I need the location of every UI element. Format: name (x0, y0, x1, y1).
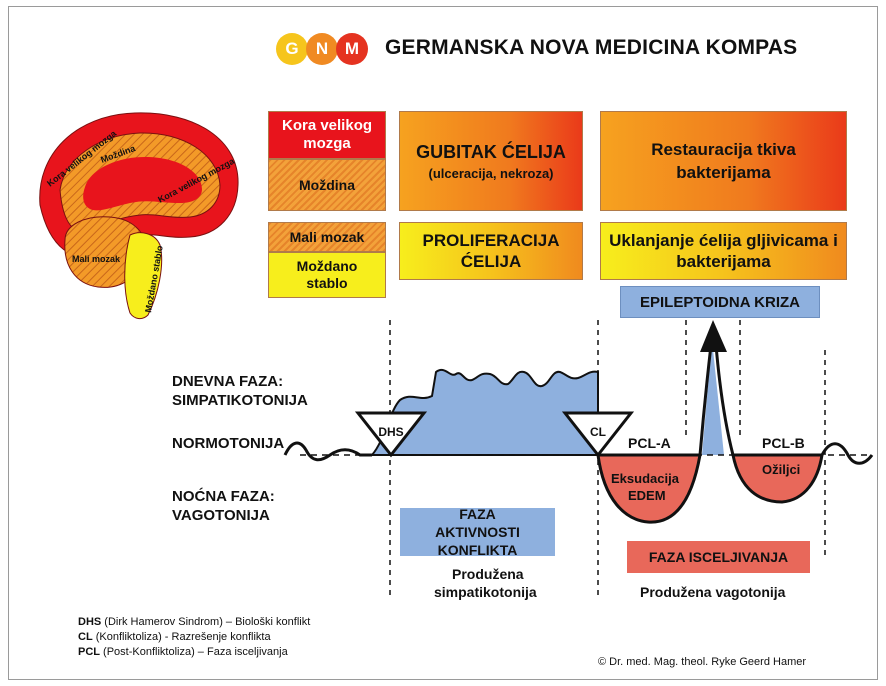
epileptoid-arrow-head (700, 320, 727, 352)
legend-brainstem-box: Moždano stablo (268, 252, 386, 298)
note-pcl-text: (Post-Konfliktoliza) – Faza isceljivanja (100, 646, 288, 658)
legend-medulla-box: Moždina (268, 159, 386, 211)
exudation-label: Eksudacija (611, 471, 679, 486)
sympathicotonia-area (369, 368, 599, 456)
cell-loss-subtitle: (ulceracija, nekroza) (428, 165, 554, 181)
brain-core-shape (83, 157, 202, 211)
note-dhs-abbr: DHS (78, 616, 102, 628)
page-title: GERMANSKA NOVA MEDICINA KOMPAS (385, 36, 798, 59)
copyright-text: © Dr. med. Mag. theol. Ryke Geerd Hamer (598, 656, 807, 668)
pcl-a-label: PCL-A (628, 435, 671, 451)
pcl-b-trough (731, 453, 824, 504)
normotonia-wave-right (820, 442, 874, 465)
cl-triangle (561, 411, 635, 458)
healing-phase-box: FAZA ISCELJIVANJA (627, 541, 810, 573)
removal-label: Uklanjanje ćelija gljivicama i bakterija… (609, 231, 838, 271)
removal-box: Uklanjanje ćelija gljivicama i bakterija… (600, 222, 847, 280)
dhs-label: DHS (378, 425, 403, 439)
note-dhs: DHS (Dirk Hamerov Sindrom) – Biološki ko… (78, 616, 310, 629)
epileptoid-spike-line (698, 344, 735, 456)
proliferation-box: PROLIFERACIJA ĆELIJA (399, 222, 583, 280)
restoration-box: Restauracija tkiva bakterijama (600, 111, 847, 211)
sympathicotonia-label: SIMPATIKOTONIJA (172, 392, 308, 409)
legend-cortex-box: Kora velikog mozga (268, 111, 386, 159)
vagotonia-label: VAGOTONIJA (172, 507, 270, 524)
cell-loss-title: GUBITAK ĆELIJA (416, 141, 566, 162)
logo-g: G (276, 33, 308, 65)
scars-label: Ožiljci (762, 462, 801, 477)
day-phase-label: DNEVNA FAZA: (172, 373, 284, 390)
brain-label-cerebellum: Mali mozak (72, 254, 121, 264)
night-phase-label: NOĆNA FAZA: (172, 488, 275, 505)
cl-label: CL (590, 425, 606, 439)
proliferation-label: PROLIFERACIJA ĆELIJA (422, 231, 560, 271)
legend-cerebellum-label: Mali mozak (289, 229, 365, 245)
healing-phase-label: FAZA ISCELJIVANJA (648, 549, 789, 565)
legend-brainstem-label: Moždano stablo (296, 258, 358, 291)
note-cl-text: (Konfliktoliza) - Razrešenje konflikta (92, 631, 271, 643)
legend-cerebellum-box: Mali mozak (268, 222, 386, 252)
conflict-active-label: FAZA AKTIVNOSTI KONFLIKTA (435, 506, 520, 558)
prolonged-sympathicotonia-line2: simpatikotonija (434, 584, 537, 600)
cell-loss-box: GUBITAK ĆELIJA (ulceracija, nekroza) (399, 111, 583, 211)
note-pcl: PCL (Post-Konfliktoliza) – Faza isceljiv… (78, 646, 288, 659)
prolonged-sympathicotonia-line1: Produžena (452, 566, 524, 582)
note-dhs-text: (Dirk Hamerov Sindrom) – Biološki konfli… (101, 616, 311, 628)
brain-brainstem-shape (124, 232, 163, 320)
epileptoid-crisis-box: EPILEPTOIDNA KRIZA (620, 286, 820, 318)
logo-m: M (336, 33, 368, 65)
dhs-triangle (354, 411, 428, 458)
legend-medulla-label: Moždina (299, 177, 355, 193)
normotonia-label: NORMOTONIJA (172, 435, 285, 452)
prolonged-vagotonia-label: Produžena vagotonija (640, 584, 786, 600)
note-cl-abbr: CL (78, 631, 93, 643)
conflict-active-box: FAZA AKTIVNOSTI KONFLIKTA (400, 506, 555, 558)
restoration-label: Restauracija tkiva bakterijama (651, 140, 796, 182)
logo-n: N (306, 33, 338, 65)
brain-illustration: Kora velikog mozga Moždina Kora velikog … (39, 112, 239, 320)
note-pcl-abbr: PCL (78, 646, 100, 658)
normotonia-wave-left (283, 441, 372, 462)
pcl-a-trough (596, 453, 702, 524)
note-cl: CL (Konfliktoliza) - Razrešenje konflikt… (78, 631, 271, 644)
pcl-b-label: PCL-B (762, 435, 805, 451)
legend-cortex-label: Kora velikog mozga (281, 117, 373, 152)
epileptoid-crisis-label: EPILEPTOIDNA KRIZA (639, 293, 800, 311)
epileptoid-spike-area (702, 340, 724, 455)
edema-label: EDEM (628, 488, 666, 503)
